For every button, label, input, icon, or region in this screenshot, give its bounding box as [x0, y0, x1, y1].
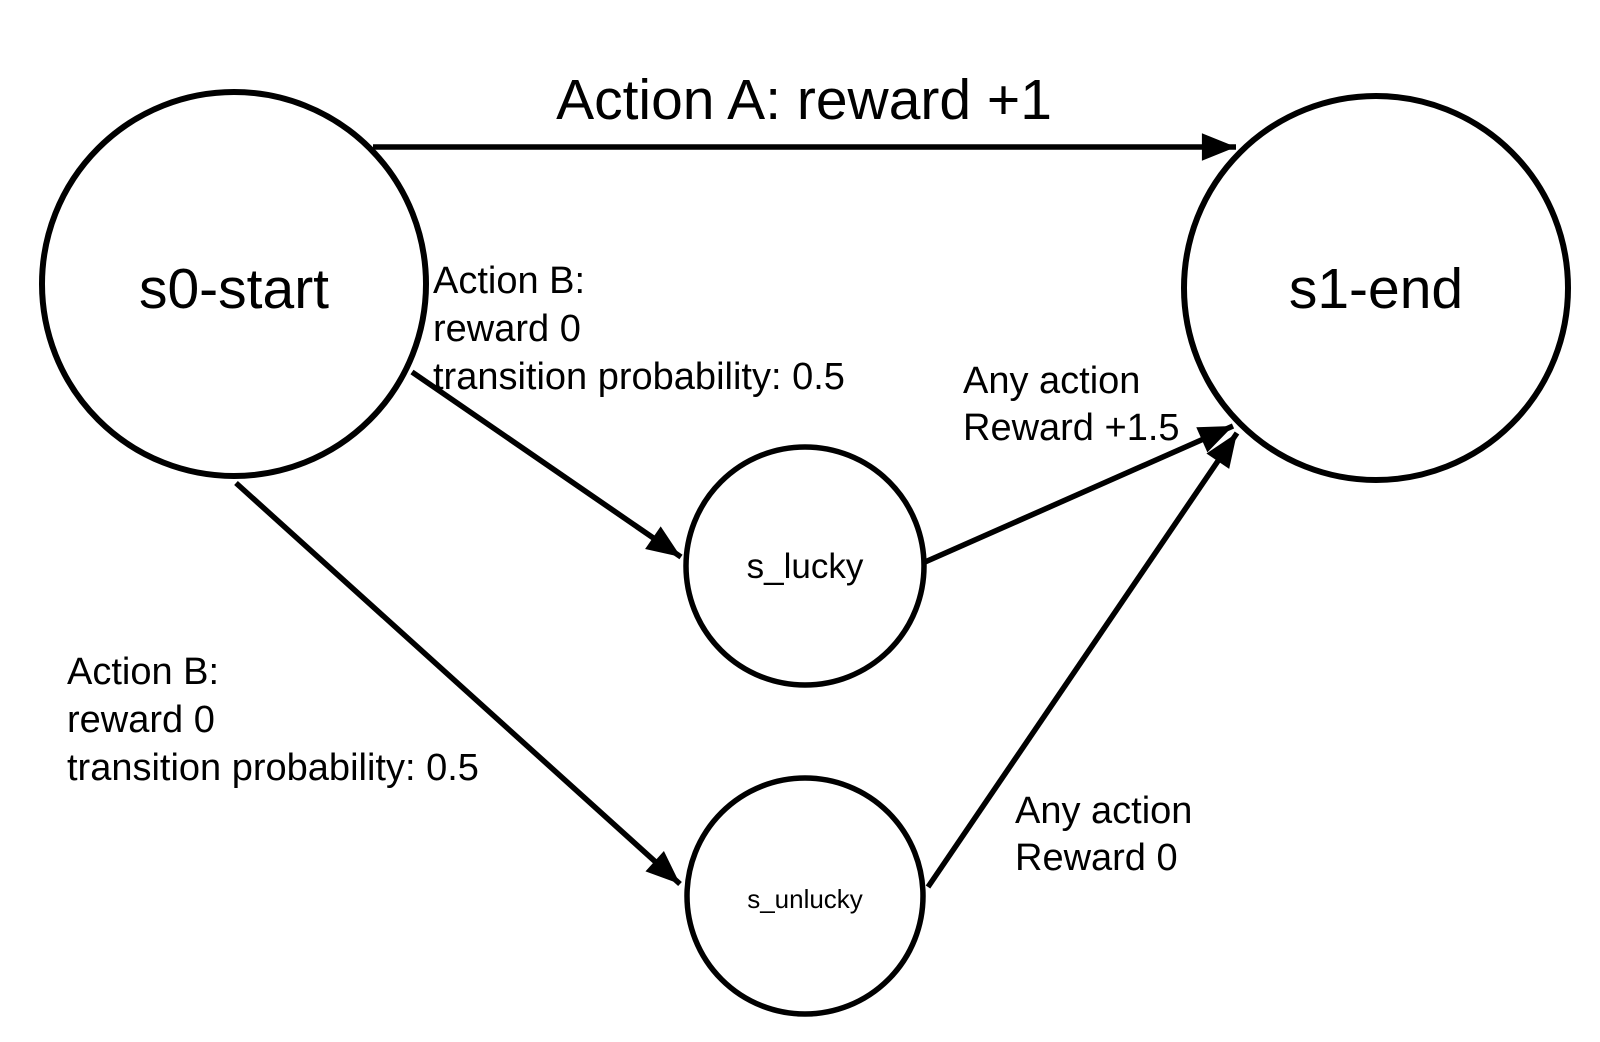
- edge-label-action-b-unlucky: Action B: reward 0 transition probabilit…: [67, 651, 479, 789]
- edge-label-action-b-unlucky-line2: reward 0: [67, 699, 215, 741]
- node-s0-start-circle: [39, 89, 429, 479]
- edge-s-lucky-to-s1-arrow: [923, 423, 1235, 565]
- edge-label-action-b-lucky-line3: transition probability: 0.5: [433, 356, 845, 398]
- edge-label-action-b-unlucky-line1: Action B:: [67, 651, 219, 693]
- node-s-unlucky-circle: [684, 775, 926, 1017]
- edge-label-any-action-lucky-line1: Any action: [963, 360, 1140, 402]
- edge-label-any-action-unlucky: Any action Reward 0: [1015, 790, 1192, 879]
- edge-label-action-b-lucky: Action B: reward 0 transition probabilit…: [433, 260, 845, 398]
- node-s-lucky-label: s_lucky: [747, 547, 864, 586]
- edge-label-any-action-unlucky-line2: Reward 0: [1015, 837, 1178, 879]
- edge-label-action-b-lucky-line2: reward 0: [433, 308, 581, 350]
- edge-label-action-b-unlucky-line3: transition probability: 0.5: [67, 747, 479, 789]
- edge-label-any-action-lucky: Any action Reward +1.5: [963, 360, 1180, 449]
- node-s1-end-label: s1-end: [1289, 257, 1463, 321]
- node-s0-start-label: s0-start: [139, 257, 329, 321]
- edge-s0-to-s-lucky-arrow: [410, 369, 683, 560]
- edge-label-action-b-lucky-line1: Action B:: [433, 260, 585, 302]
- node-s-unlucky-label: s_unlucky: [747, 884, 863, 914]
- edge-label-any-action-unlucky-line1: Any action: [1015, 790, 1192, 832]
- node-s-lucky-circle: [683, 444, 927, 688]
- edge-label-any-action-lucky-line2: Reward +1.5: [963, 407, 1180, 449]
- edge-label-action-a: Action A: reward +1: [556, 68, 1052, 132]
- edge-s0-to-s-unlucky-arrow: [234, 480, 682, 887]
- node-s1-end-circle: [1181, 93, 1571, 483]
- edge-s-unlucky-to-s1-arrow: [925, 431, 1240, 889]
